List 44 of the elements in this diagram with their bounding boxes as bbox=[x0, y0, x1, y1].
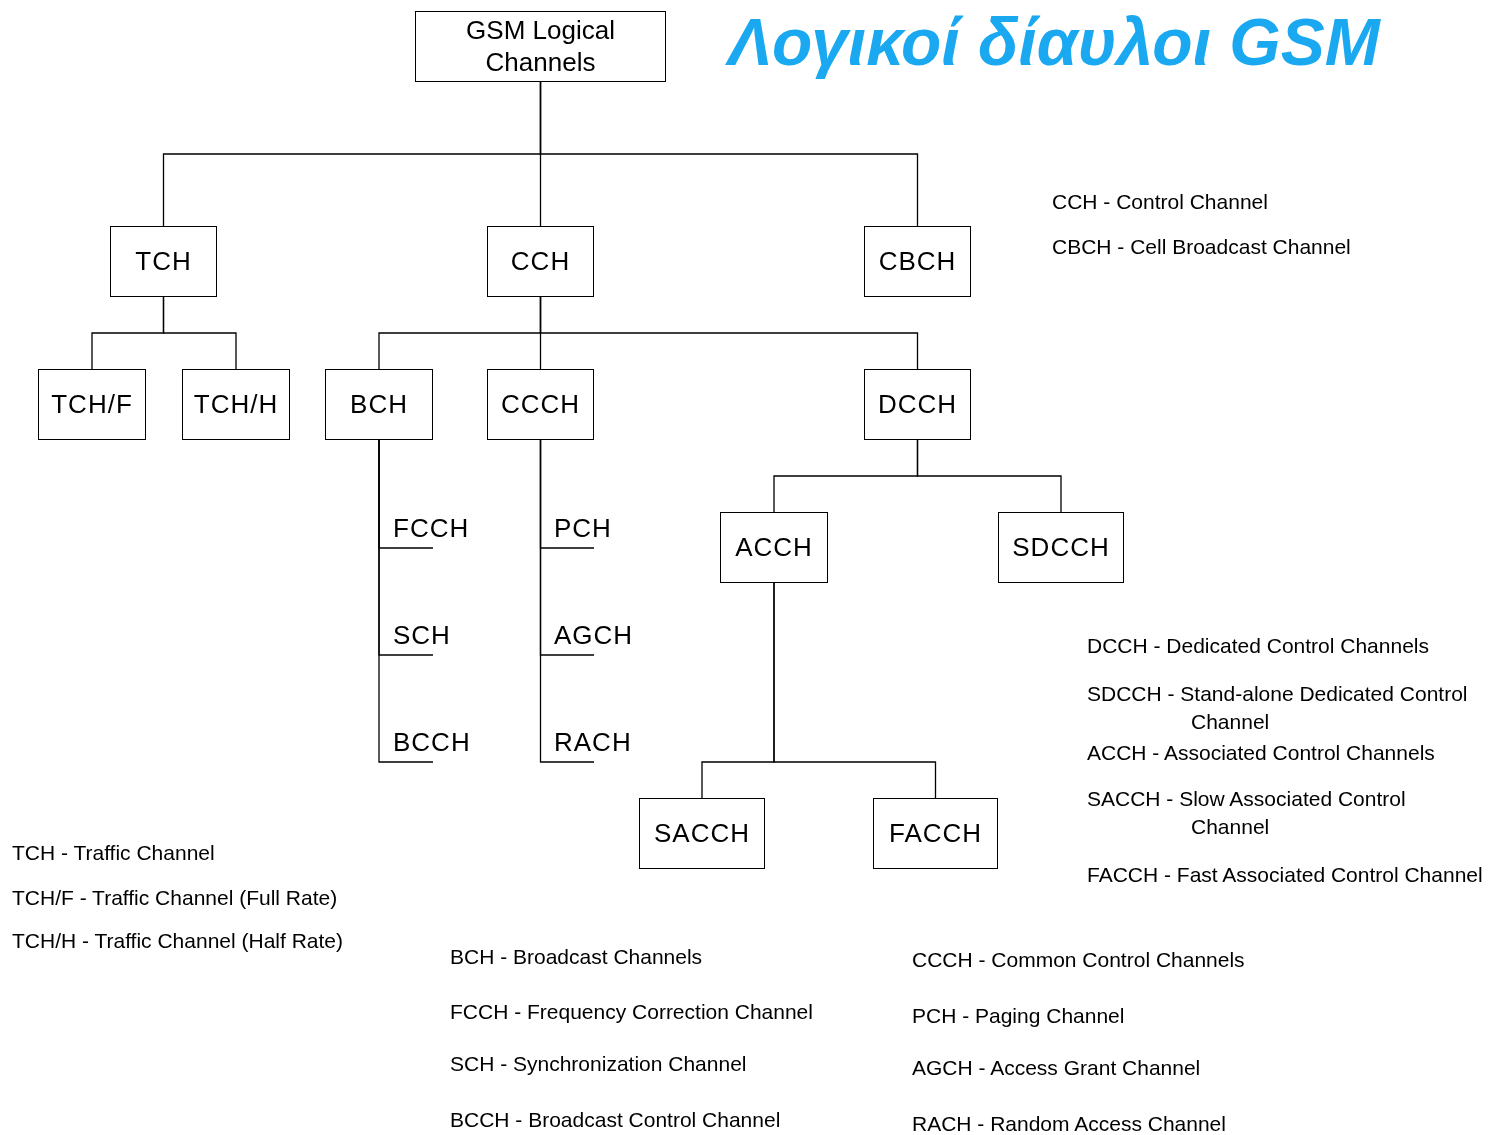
connector-line bbox=[773, 582, 937, 799]
channel-label: RACH bbox=[541, 722, 636, 762]
definition-text: ACCH - Associated Control Channels bbox=[1087, 740, 1435, 766]
channel-box: SACCH bbox=[639, 798, 765, 869]
definition-text: SCH - Synchronization Channel bbox=[450, 1051, 747, 1077]
channel-box: BCH bbox=[325, 369, 433, 440]
channel-box: TCH/F bbox=[38, 369, 146, 440]
connector-line bbox=[539, 439, 595, 763]
channel-box: CBCH bbox=[864, 226, 971, 297]
definition-text: SACCH - Slow Associated Control Channel bbox=[1087, 786, 1407, 840]
channel-box: FACCH bbox=[873, 798, 998, 869]
connector-line bbox=[378, 439, 434, 763]
channel-label: FCCH bbox=[380, 508, 475, 548]
definition-text: TCH/F - Traffic Channel (Full Rate) bbox=[12, 885, 338, 911]
definition-text: DCCH - Dedicated Control Channels bbox=[1087, 633, 1429, 659]
definition-text: BCCH - Broadcast Control Channel bbox=[450, 1107, 781, 1133]
channel-box: CCCH bbox=[487, 369, 594, 440]
definition-text: CBCH - Cell Broadcast Channel bbox=[1052, 234, 1351, 260]
channel-box: ACCH bbox=[720, 512, 828, 583]
connector-line bbox=[539, 81, 919, 227]
definition-text: CCCH - Common Control Channels bbox=[912, 947, 1245, 973]
channel-label: SCH bbox=[380, 615, 475, 655]
definition-text: AGCH - Access Grant Channel bbox=[912, 1055, 1201, 1081]
channel-label: BCCH bbox=[380, 722, 475, 762]
definition-text: FCCH - Frequency Correction Channel bbox=[450, 999, 813, 1025]
definition-text: FACCH - Fast Associated Control Channel bbox=[1087, 862, 1484, 888]
channel-box: CCH bbox=[487, 226, 594, 297]
definition-text: TCH/H - Traffic Channel (Half Rate) bbox=[12, 928, 344, 954]
definition-text: CCH - Control Channel bbox=[1052, 189, 1268, 215]
channel-label: AGCH bbox=[541, 615, 636, 655]
channel-box: TCH/H bbox=[182, 369, 290, 440]
channel-label: PCH bbox=[541, 508, 616, 548]
definition-text: SDCCH - Stand-alone Dedicated Control Channel bbox=[1087, 681, 1469, 735]
definition-text: PCH - Paging Channel bbox=[912, 1003, 1125, 1029]
definition-text: BCH - Broadcast Channels bbox=[450, 944, 703, 970]
channel-box: SDCCH bbox=[998, 512, 1124, 583]
channel-box: GSM Logical Channels bbox=[415, 11, 666, 82]
channel-box: TCH bbox=[110, 226, 217, 297]
definition-text: RACH - Random Access Channel bbox=[912, 1111, 1226, 1135]
connector-line bbox=[916, 439, 1062, 513]
connector-line bbox=[162, 296, 237, 370]
channel-box: DCCH bbox=[864, 369, 971, 440]
connector-line bbox=[539, 296, 919, 370]
definition-text: TCH - Traffic Channel bbox=[12, 840, 215, 866]
